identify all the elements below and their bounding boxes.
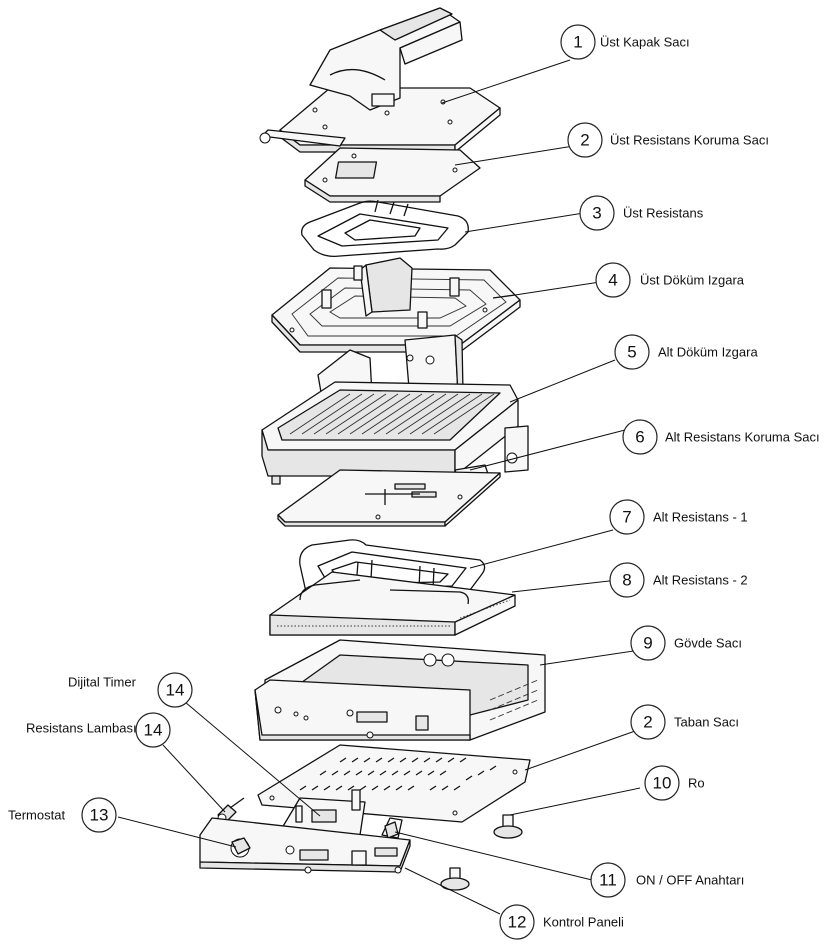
callout-14-timer-number: 14 <box>166 681 185 700</box>
base-vent-slots <box>299 757 497 791</box>
callout-11-circle <box>590 862 626 898</box>
part-foot-right <box>493 814 523 839</box>
callout-6-number: 6 <box>635 428 644 447</box>
callout-1-number: 1 <box>573 33 582 52</box>
part-bottom-heater-frame <box>269 571 516 636</box>
callout-12-circle <box>499 904 535 940</box>
callout-8-number: 8 <box>622 571 631 590</box>
callout-6: 6 Alt Resistans Koruma Sacı <box>622 419 820 455</box>
callout-14-timer-circle <box>157 672 193 708</box>
callout-4-label: Üst Döküm Izgara <box>640 273 745 288</box>
callout-14-lamp-circle <box>135 712 171 748</box>
callout-4: 4 Üst Döküm Izgara <box>595 262 745 298</box>
callout-5-number: 5 <box>627 343 636 362</box>
callout-8: 8 Alt Resistans - 2 <box>609 562 748 598</box>
part-control-panel <box>199 817 411 874</box>
part-top-heater <box>301 199 469 258</box>
part-top-heater-guard <box>304 147 481 203</box>
callout-10-number: 10 <box>653 774 672 793</box>
callout-1-circle <box>560 24 596 60</box>
callout-10: 10 Ro <box>644 765 705 801</box>
callout-2b-circle <box>630 704 666 740</box>
callout-13-number: 13 <box>90 806 109 825</box>
grill-ribs <box>289 393 495 435</box>
part-on-off-switch <box>381 817 403 839</box>
callout-9-circle <box>630 625 666 661</box>
callout-14-timer: 14 Dijital Timer <box>68 672 193 708</box>
callout-12: 12 Kontrol Paneli <box>499 904 624 940</box>
callout-3: 3 Üst Resistans <box>579 195 704 231</box>
part-top-lid <box>259 7 501 153</box>
callout-3-label: Üst Resistans <box>623 206 704 221</box>
callout-14-lamp: 14 Resistans Lambası <box>26 712 171 748</box>
callout-5: 5 Alt Döküm Izgara <box>614 334 758 370</box>
leader-lines <box>117 59 641 915</box>
callout-2: 2 Üst Resistans Koruma Sacı <box>567 122 769 158</box>
callout-6-label: Alt Resistans Koruma Sacı <box>665 430 820 445</box>
callout-9: 9 Gövde Sacı <box>630 625 742 661</box>
part-resistance-lamp <box>217 797 245 823</box>
callout-14-lamp-number: 14 <box>144 721 163 740</box>
callout-9-number: 9 <box>643 634 652 653</box>
callout-14-lamp-label: Resistans Lambası <box>26 721 137 736</box>
callout-2-circle <box>567 122 603 158</box>
callout-12-number: 12 <box>508 913 527 932</box>
part-timer-bracket <box>281 789 366 836</box>
callout-8-circle <box>609 562 645 598</box>
callout-4-circle <box>595 262 631 298</box>
callout-11: 11 ON / OFF Anahtarı <box>590 862 744 898</box>
callout-7-label: Alt Resistans - 1 <box>653 510 748 525</box>
callout-13: 13 Termostat <box>8 797 117 833</box>
callout-7-number: 7 <box>622 508 631 527</box>
callout-2b-label: Taban Sacı <box>674 715 739 730</box>
part-main-body <box>254 639 546 741</box>
callout-11-label: ON / OFF Anahtarı <box>636 873 744 888</box>
callout-7-circle <box>609 499 645 535</box>
callout-9-label: Gövde Sacı <box>674 636 742 651</box>
callout-2-label: Üst Resistans Koruma Sacı <box>610 133 769 148</box>
callout-6-circle <box>622 419 658 455</box>
callout-1: 1 Üst Kapak Sacı <box>560 24 690 60</box>
callout-2-number: 2 <box>580 131 589 150</box>
callout-10-circle <box>644 765 680 801</box>
callout-14-timer-label: Dijital Timer <box>68 675 137 690</box>
callout-3-number: 3 <box>592 204 601 223</box>
callout-13-label: Termostat <box>8 808 65 823</box>
callout-4-number: 4 <box>608 271 617 290</box>
callout-5-label: Alt Döküm Izgara <box>658 345 758 360</box>
callout-1-label: Üst Kapak Sacı <box>600 35 690 50</box>
part-bottom-heater-guard <box>277 469 501 527</box>
callout-5-circle <box>614 334 650 370</box>
callout-13-circle <box>81 797 117 833</box>
callout-8-label: Alt Resistans - 2 <box>653 573 748 588</box>
callout-11-number: 11 <box>599 871 617 890</box>
part-bottom-cast-grill <box>261 381 529 486</box>
callout-2b: 2 Taban Sacı <box>630 704 739 740</box>
callout-3-circle <box>579 195 615 231</box>
callout-7: 7 Alt Resistans - 1 <box>609 499 748 535</box>
callout-2b-number: 2 <box>643 713 652 732</box>
callout-12-label: Kontrol Paneli <box>543 915 624 930</box>
part-top-cast-grill <box>271 257 521 353</box>
part-foot-left <box>440 867 470 891</box>
callout-10-label: Ro <box>688 776 705 791</box>
